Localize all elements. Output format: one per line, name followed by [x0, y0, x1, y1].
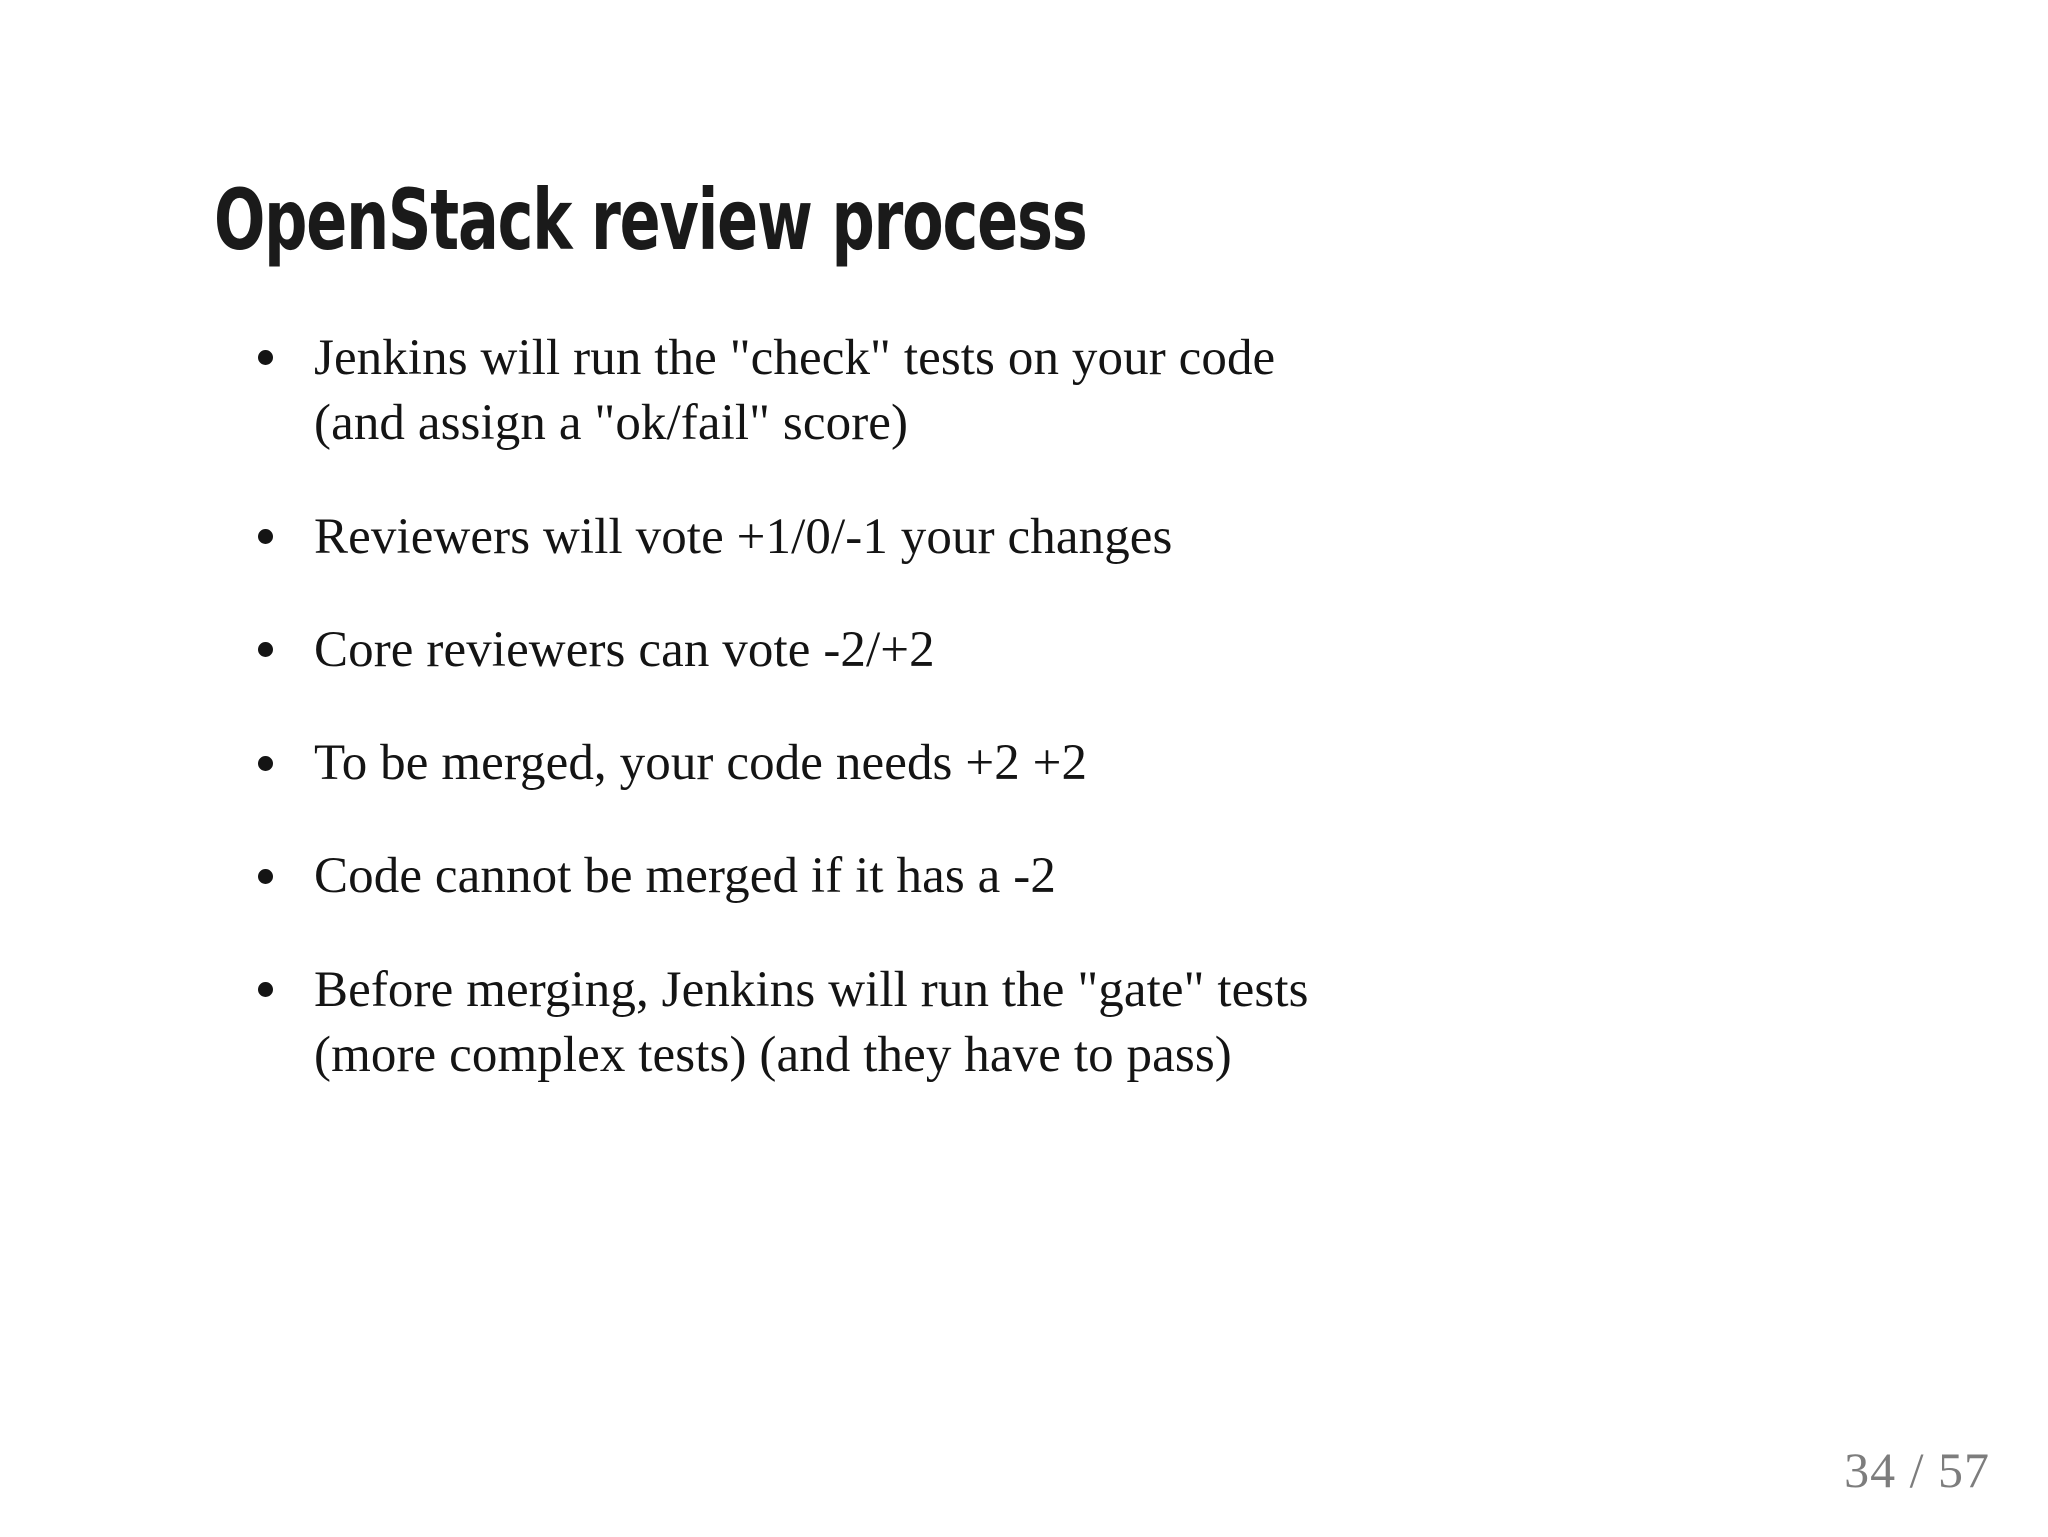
list-item-text: Jenkins will run the "check" tests on yo… [314, 330, 1276, 452]
list-item: Reviewers will vote +1/0/-1 your changes [232, 505, 1662, 570]
list-item: Core reviewers can vote -2/+2 [232, 618, 1662, 683]
list-item: Before merging, Jenkins will run the "ga… [232, 958, 1662, 1089]
list-item-text: Core reviewers can vote -2/+2 [314, 621, 935, 678]
bullet-point-icon [258, 868, 273, 884]
bullet-list: Jenkins will run the "check" tests on yo… [232, 326, 1662, 1088]
bullet-point-icon [258, 642, 273, 658]
list-item-text: To be merged, your code needs +2 +2 [314, 735, 1088, 792]
list-item: To be merged, your code needs +2 +2 [232, 731, 1662, 796]
bullet-point-icon [258, 529, 273, 544]
list-item-text: Code cannot be merged if it has a -2 [314, 848, 1056, 905]
bullet-point-icon [258, 755, 273, 771]
page-title: OpenStack review process [214, 171, 1088, 270]
list-item: Jenkins will run the "check" tests on yo… [232, 326, 1662, 457]
page-number: 34 / 57 [1844, 1442, 1990, 1498]
bullet-point-icon [258, 982, 273, 998]
bullet-point-icon [258, 350, 273, 366]
list-item: Code cannot be merged if it has a -2 [232, 844, 1662, 909]
list-item-text: Reviewers will vote +1/0/-1 your changes [314, 508, 1173, 565]
list-item-text: Before merging, Jenkins will run the "ga… [314, 961, 1309, 1083]
